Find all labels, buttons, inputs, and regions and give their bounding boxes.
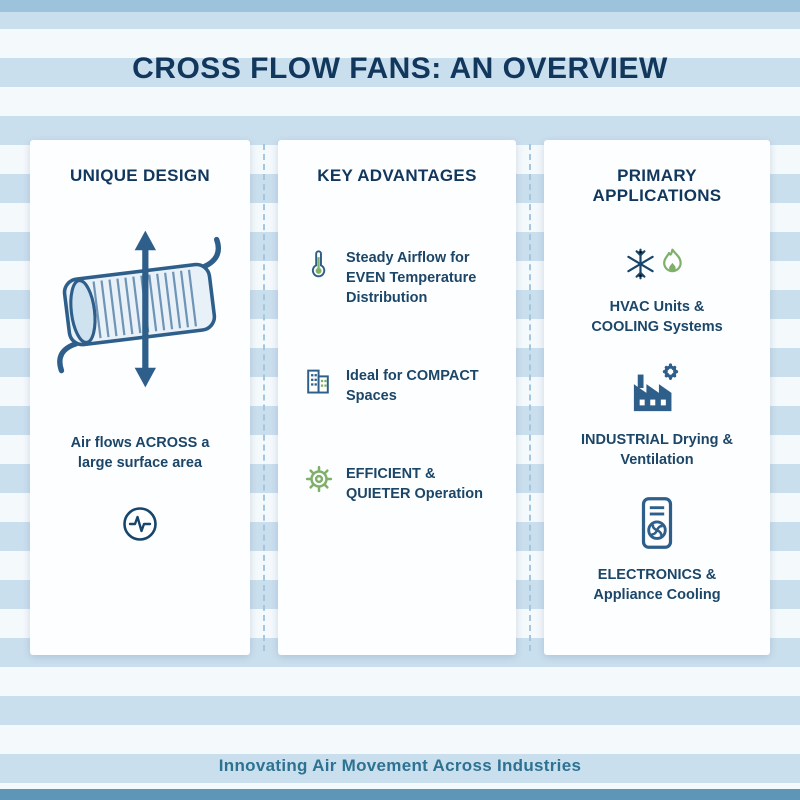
factory-icon — [628, 363, 686, 420]
cross-flow-fan-illustration — [42, 220, 238, 403]
pulse-icon — [120, 504, 160, 549]
application-item-hvac: HVAC Units & COOLING Systems — [577, 246, 737, 337]
card-unique-design: UNIQUE DESIGN — [30, 140, 250, 655]
application-item-industrial: INDUSTRIAL Drying & Ventilation — [577, 363, 737, 470]
top-accent-bar — [0, 0, 800, 12]
unique-design-caption: Air flows ACROSS a large surface area — [70, 435, 210, 472]
advantage-item-airflow: Steady Airflow for EVEN Temperature Dist… — [304, 248, 502, 308]
column-divider — [263, 144, 265, 651]
column-divider — [529, 144, 531, 651]
unique-design-header: UNIQUE DESIGN — [70, 166, 210, 185]
gear-icon — [304, 464, 334, 499]
application-text: INDUSTRIAL Drying & Ventilation — [581, 432, 733, 468]
page-title: CROSS FLOW FANS: AN OVERVIEW — [132, 52, 668, 85]
key-advantages-header: KEY ADVANTAGES — [317, 166, 477, 185]
advantage-text: Ideal for COMPACT Spaces — [346, 368, 479, 404]
appliance-icon — [635, 496, 679, 555]
bottom-accent-bar — [0, 789, 800, 800]
application-text: HVAC Units & COOLING Systems — [591, 299, 723, 335]
advantage-text: EFFICIENT & QUIETER Operation — [346, 466, 483, 502]
building-icon — [304, 366, 334, 401]
card-primary-applications: PRIMARY APPLICATIONS HVAC — [544, 140, 770, 655]
thermometer-icon — [304, 248, 334, 285]
primary-applications-header: PRIMARY APPLICATIONS — [592, 166, 722, 205]
advantage-item-compact: Ideal for COMPACT Spaces — [304, 366, 502, 406]
card-key-advantages: KEY ADVANTAGES Steady Airflow for EVEN T… — [278, 140, 516, 655]
application-text: ELECTRONICS & Appliance Cooling — [593, 567, 721, 603]
snowflake-flame-icon — [624, 246, 690, 287]
application-item-electronics: ELECTRONICS & Appliance Cooling — [577, 496, 737, 605]
footer-tagline: Innovating Air Movement Across Industrie… — [218, 756, 582, 775]
advantage-text: Steady Airflow for EVEN Temperature Dist… — [346, 250, 477, 306]
applications-list: HVAC Units & COOLING Systems — [577, 246, 737, 605]
advantage-item-efficient: EFFICIENT & QUIETER Operation — [304, 464, 502, 504]
columns-container: UNIQUE DESIGN — [0, 140, 800, 655]
advantages-list: Steady Airflow for EVEN Temperature Dist… — [292, 248, 502, 504]
